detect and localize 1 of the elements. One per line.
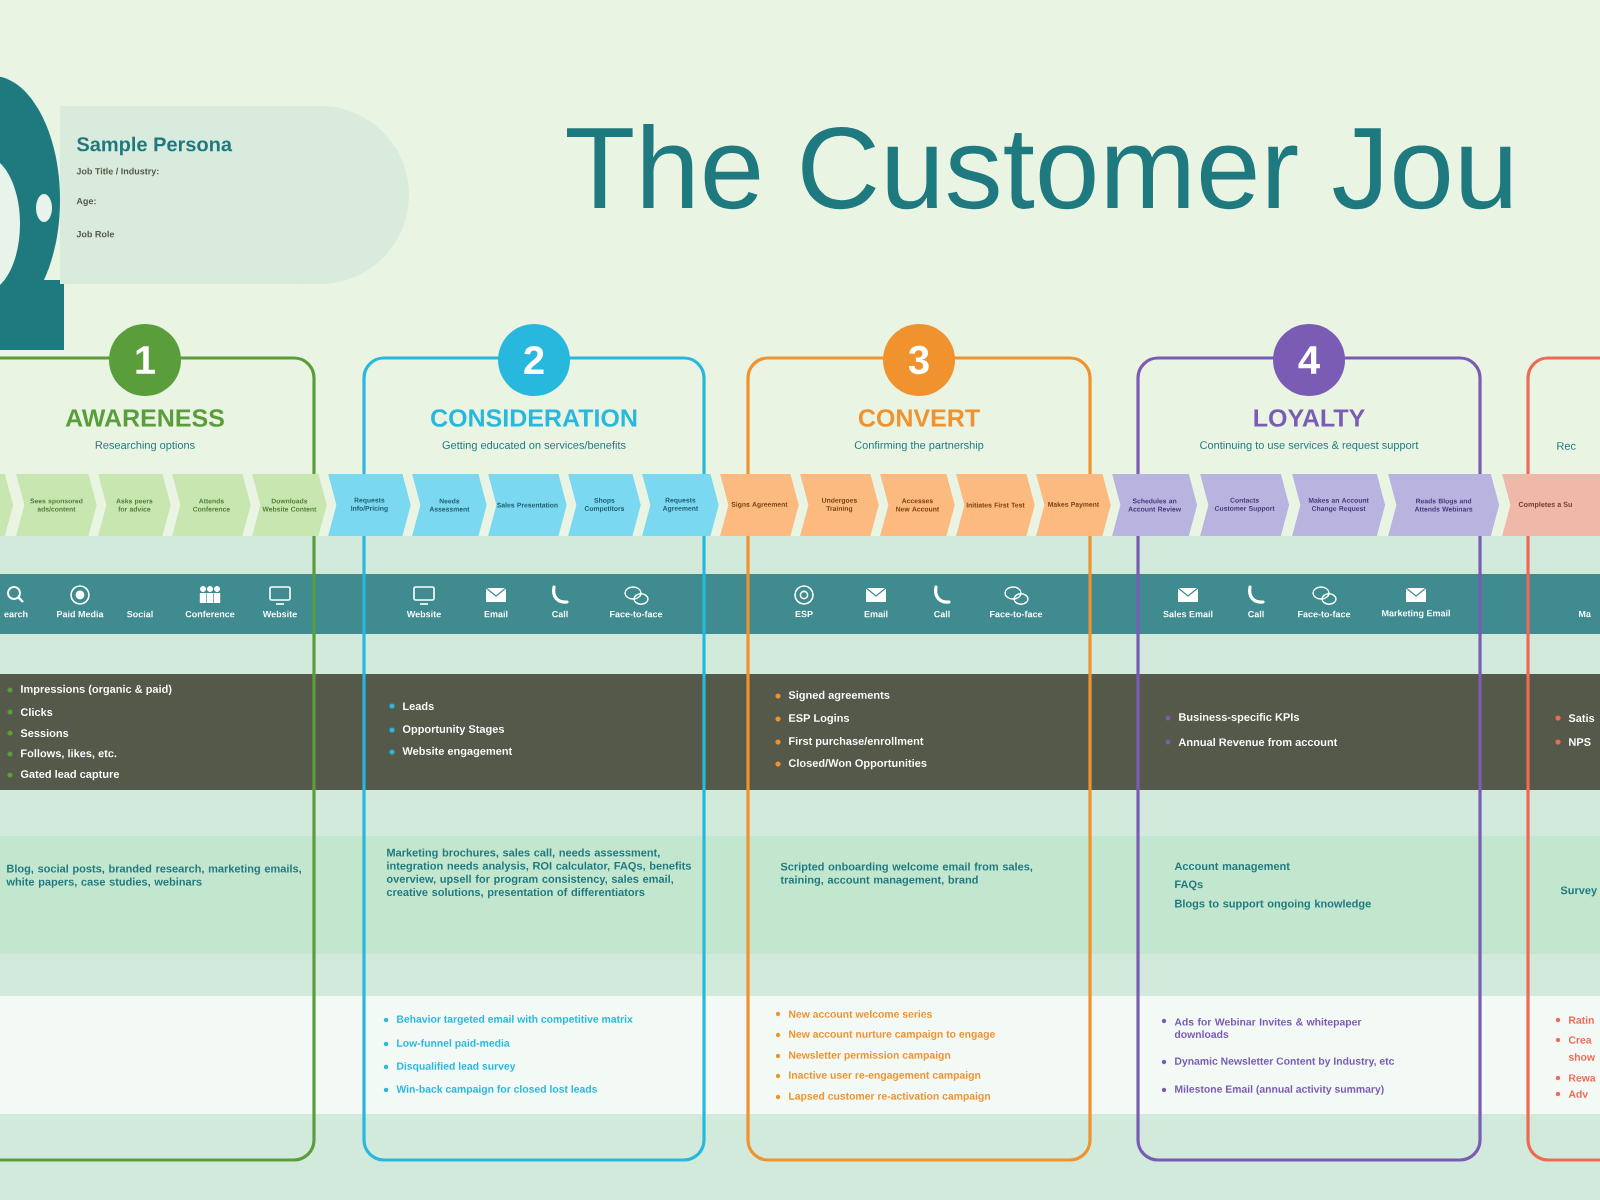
page-title: The Customer Jou xyxy=(567,123,1511,210)
